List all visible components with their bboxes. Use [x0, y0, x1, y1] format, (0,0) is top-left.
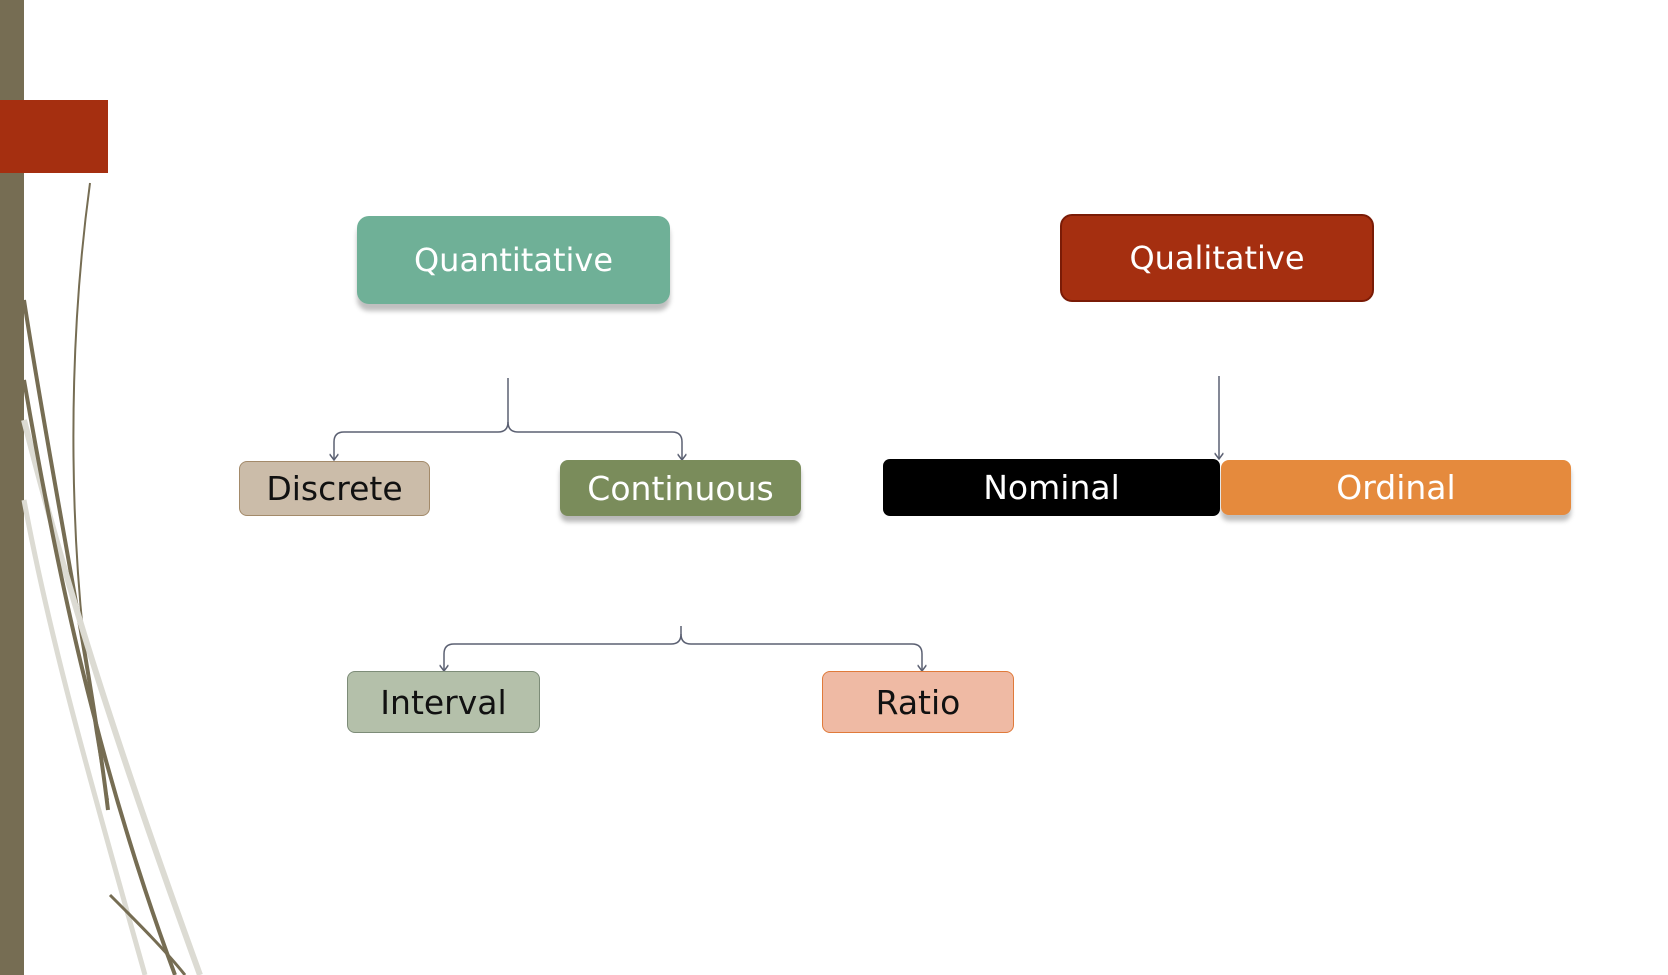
node-nominal-label: Nominal [983, 468, 1120, 507]
node-interval-label: Interval [380, 682, 507, 722]
title-accent-tab [0, 100, 108, 173]
node-continuous-label: Continuous [587, 468, 774, 508]
node-ordinal-label: Ordinal [1336, 468, 1456, 507]
connector-quantitative [334, 378, 509, 460]
connector-continuous-right [680, 633, 922, 671]
node-discrete: Discrete [239, 461, 430, 516]
node-interval: Interval [347, 671, 540, 733]
node-nominal: Nominal [883, 459, 1220, 516]
node-qualitative: Qualitative [1060, 214, 1374, 302]
node-continuous: Continuous [560, 460, 801, 516]
node-qualitative-label: Qualitative [1129, 239, 1305, 277]
connector-quantitative-right [507, 421, 682, 460]
node-ratio-label: Ratio [875, 682, 961, 722]
node-quantitative: Quantitative [357, 216, 670, 304]
node-discrete-label: Discrete [266, 469, 403, 508]
node-ordinal: Ordinal [1221, 460, 1571, 515]
node-quantitative-label: Quantitative [413, 241, 613, 279]
node-ratio: Ratio [822, 671, 1014, 733]
connector-continuous [444, 626, 682, 671]
